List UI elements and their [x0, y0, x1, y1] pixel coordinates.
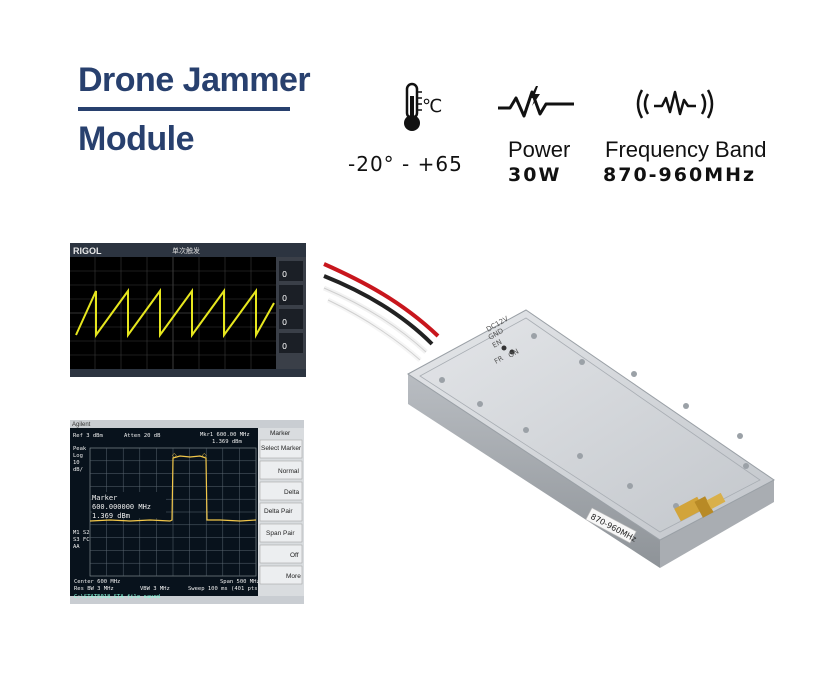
product-title-line2: Module — [78, 120, 194, 158]
sa-status: C:\STATE018.STA file saved — [74, 594, 160, 600]
sa-center: Center 600 MHz — [74, 579, 120, 585]
frequency-label: Frequency Band — [605, 137, 767, 162]
sa-softkey-5: Span Pair — [266, 530, 295, 537]
sa-marker-label: Marker — [92, 494, 117, 502]
sa-sweep: Sweep 100 ms (401 pts) — [188, 586, 261, 592]
power-icon — [498, 86, 574, 118]
sa-scale-1: Peak — [73, 446, 87, 452]
module-mark-4: FR — [493, 354, 505, 365]
sa-brand: Agilent — [72, 422, 91, 428]
scope-readout-1: 0 — [282, 270, 287, 279]
sa-span: Span 500 MHz — [220, 579, 260, 585]
scope-readout-4: 0 — [282, 342, 287, 351]
sa-marker-freq: 600.000000 MHz — [92, 503, 151, 511]
oscilloscope-photo: RIGOL 单次触发 0 0 0 0 — [70, 243, 306, 377]
module-mark-3: EN — [491, 338, 503, 350]
scope-readout-2: 0 — [282, 294, 287, 303]
sa-softkey-3: Delta — [284, 489, 300, 496]
sa-ref: Ref 3 dBm — [73, 433, 103, 439]
power-value: 30W — [508, 164, 562, 186]
celsius-symbol: ℃ — [422, 96, 443, 117]
svg-text:◇: ◇ — [202, 453, 207, 459]
product-title-line1: Drone Jammer — [78, 61, 311, 99]
sa-atten: Atten 20 dB — [124, 433, 161, 439]
sa-marker-top-amp: 1.369 dBm — [212, 439, 242, 445]
sa-scale-4: dB/ — [73, 467, 83, 473]
sa-rbw: Res BW 3 MHz — [74, 586, 114, 592]
sa-vbw: VBW 3 MHz — [140, 586, 170, 592]
power-label: Power — [508, 137, 571, 162]
scope-brand: RIGOL — [73, 246, 102, 256]
sa-scale-2: Log — [73, 453, 83, 459]
title-divider — [78, 107, 290, 111]
sa-marker-top: Mkr1 600.00 MHz — [200, 432, 250, 438]
temperature-range: -20° - +65 — [348, 152, 463, 176]
sa-softkey-6: Off — [290, 552, 299, 559]
thermometer-icon — [404, 82, 422, 131]
sa-left-2: S3 FC — [73, 537, 90, 543]
spectrum-analyzer-photo: Agilent Ref 3 dBm Atten 20 dB Mkr1 600.0… — [70, 420, 304, 604]
sa-scale-3: 10 — [73, 460, 80, 466]
sa-left-3: AA — [73, 544, 80, 550]
sa-softkey-2: Normal — [278, 468, 300, 475]
sa-marker-amp: 1.369 dBm — [92, 512, 130, 520]
signal-wave-icon — [636, 89, 714, 119]
scope-readout-3: 0 — [282, 318, 287, 327]
jammer-module-photo: DC12V GND EN FR ON 870-960MHz — [323, 262, 775, 568]
sa-softkey-title: Marker — [270, 430, 291, 437]
sa-softkey-7: More — [286, 573, 301, 580]
sa-softkey-1: Select Marker — [261, 445, 302, 452]
sa-left-1: M1 S2 — [73, 530, 90, 536]
sa-softkey-4: Delta Pair — [264, 508, 293, 515]
scope-header: 单次触发 — [172, 246, 200, 255]
svg-text:◇: ◇ — [172, 453, 177, 459]
frequency-value: 870-960MHz — [603, 164, 757, 186]
